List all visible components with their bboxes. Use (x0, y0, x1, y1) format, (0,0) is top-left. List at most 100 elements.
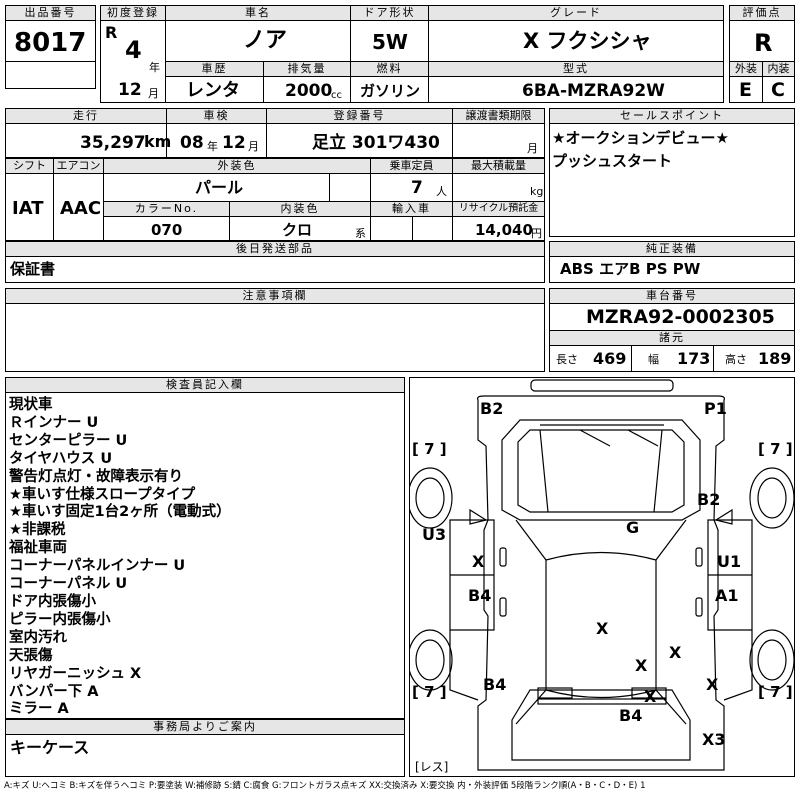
height-label: 高さ (725, 353, 747, 366)
inspector-header: 検査員記入欄 (6, 378, 404, 392)
year-unit: 年 (149, 61, 160, 74)
width-label: 幅 (648, 353, 659, 366)
exterior-header: 外装 (730, 62, 762, 76)
inspector-note: ★車いす仕様スロープタイプ (9, 486, 196, 503)
car-diagram: [ 7 ] [ 7 ] [ 7 ] [ 7 ] [レス] B2 P1 B2 G … (409, 379, 795, 774)
model-header: 型式 (429, 62, 723, 76)
chassis-header: 車台番号 (550, 289, 794, 303)
sales-point-box (549, 108, 795, 237)
grade: X フクシシャ (523, 29, 652, 53)
inspector-note: ★車いす固定1台2ヶ所（電動式） (9, 504, 231, 521)
int-color-header: 内装色 (230, 202, 370, 216)
damage-mark: U1 (717, 552, 741, 571)
int-color: クロ (282, 221, 313, 239)
tire-mark-front-right: [ 7 ] (758, 440, 793, 458)
insp-month: 12 (222, 133, 246, 153)
width: 173 (677, 349, 711, 368)
tire-mark-rear-right: [ 7 ] (758, 683, 793, 701)
vehicle-info-box (100, 5, 724, 103)
spare-tire-mark: [レス] (415, 760, 448, 774)
damage-mark: U3 (422, 525, 446, 544)
inspector-note: 警告灯点灯・故障表示有り (9, 468, 183, 485)
yen-unit: 円 (531, 227, 542, 240)
ext-color: パール (195, 178, 244, 197)
shift-header: シフト (6, 159, 53, 173)
genuine-equipment: ABS エアB PS PW (560, 260, 701, 278)
damage-mark: G (626, 518, 639, 537)
mileage-header: 走行 (6, 109, 166, 123)
height: 189 (758, 349, 792, 368)
inspector-note: ★非課税 (9, 522, 66, 539)
chassis-number: MZRA92-0002305 (586, 306, 775, 328)
inspector-note: ミラー A (9, 701, 69, 718)
damage-mark: B4 (468, 586, 491, 605)
import-header: 輸入車 (371, 202, 452, 216)
interior-grade: C (771, 79, 785, 101)
color-no: 070 (151, 221, 183, 239)
model-code: 6BA-MZRA92W (522, 81, 665, 101)
insp-year-unit: 年 (207, 140, 218, 153)
exterior-grade: E (739, 79, 752, 101)
damage-mark: P1 (704, 399, 727, 418)
genuine-header: 純正装備 (550, 242, 794, 256)
car-name-header: 車名 (166, 6, 350, 20)
sales-point-2: プッシュスタート (552, 152, 673, 170)
damage-mark: B2 (697, 490, 720, 509)
inspector-box (5, 377, 405, 719)
tire-mark-front-left: [ 7 ] (412, 440, 447, 458)
car-name: ノア (243, 28, 288, 53)
grade-header: グレード (429, 6, 723, 20)
fuel-header: 燃料 (351, 62, 428, 76)
damage-mark: B4 (483, 675, 506, 694)
office-header: 事務局よりご案内 (6, 720, 404, 734)
score-header: 評価点 (730, 6, 794, 20)
shift: IAT (12, 198, 44, 219)
damage-legend: A:キズ U:ヘコミ B:キズを伴うヘコミ P:要塗装 W:補修跡 S:錆 C:… (4, 781, 646, 791)
interior-header: 内装 (763, 62, 794, 76)
plate-header: 登録番号 (267, 109, 452, 123)
ext-color-header: 外装色 (104, 159, 370, 173)
transfer-month-unit: 月 (527, 142, 538, 155)
history-header: 車歴 (166, 62, 263, 76)
transfer-doc-header: 譲渡書類期限 (453, 109, 544, 123)
notes-header: 注意事項欄 (6, 289, 544, 303)
inspector-note: リヤガーニッシュ X (9, 665, 142, 682)
cc-unit: cc (331, 90, 342, 101)
tire-mark-rear-left: [ 7 ] (412, 683, 447, 701)
color-no-header: カラーNo. (104, 202, 229, 216)
inspector-note: タイヤハウス U (9, 450, 113, 467)
inspector-note: ピラー内張傷小 (9, 611, 111, 628)
specs-header: 諸元 (550, 331, 794, 345)
sales-point-header: セールスポイント (550, 109, 794, 123)
reg-month: 12 (118, 80, 142, 100)
damage-mark: X (706, 675, 719, 694)
displacement: 2000 (285, 81, 333, 101)
inspector-note: Ｒインナー U (9, 414, 99, 431)
damage-mark: X3 (702, 730, 725, 749)
reg-year: 4 (125, 36, 142, 64)
km-unit: km (144, 132, 172, 151)
inspector-note: ドア内張傷小 (9, 593, 96, 610)
aircon: AAC (60, 198, 102, 219)
lot-number-header: 出品番号 (6, 6, 95, 20)
inspection-header: 車検 (167, 109, 266, 123)
inspector-note: コーナーパネルインナー U (9, 558, 186, 575)
inspector-note: センターピラー U (9, 432, 128, 449)
insp-month-unit: 月 (248, 140, 259, 153)
length: 469 (593, 349, 627, 368)
damage-mark: B4 (619, 706, 642, 725)
damage-mark: X (635, 656, 648, 675)
damage-mark: X (644, 687, 657, 706)
damage-mark: X (669, 643, 682, 662)
inspector-note: 天張傷 (9, 647, 53, 664)
damage-mark: B2 (480, 399, 503, 418)
inspector-notes-list: 現状車 Ｒインナー U センターピラー U タイヤハウス U 警告灯点灯・故障表… (9, 397, 231, 719)
office-note: キーケース (10, 738, 90, 757)
score: R (754, 29, 773, 57)
first-reg-header: 初度登録 (101, 6, 165, 20)
lot-number: 8017 (14, 28, 87, 58)
door-type: 5W (372, 30, 408, 54)
inspector-note: 現状車 (9, 397, 53, 413)
damage-mark: X (472, 552, 485, 571)
kg-unit: kg (530, 185, 544, 198)
